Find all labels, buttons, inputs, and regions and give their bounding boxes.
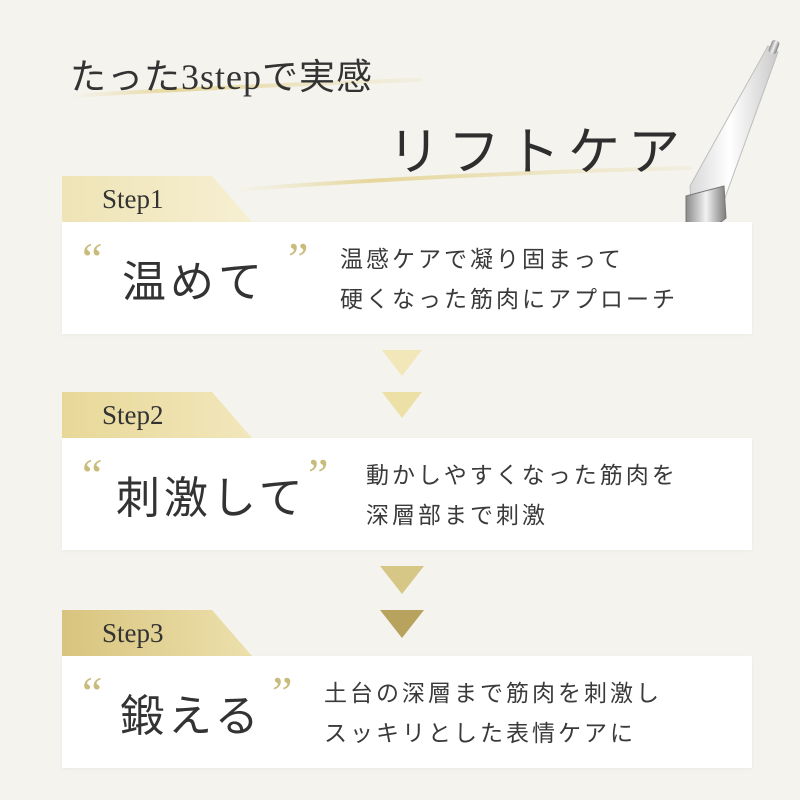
step-tab-background	[62, 610, 252, 656]
step2-title: 刺激して	[116, 473, 307, 524]
step1-title: 温めて	[122, 257, 266, 308]
step2-label: Step2	[62, 392, 252, 438]
headline-main: リフトケア	[388, 123, 689, 183]
down-triangle-arrow-icon	[380, 566, 424, 638]
open-quote: “	[82, 233, 103, 284]
close-quote: ”	[272, 667, 293, 718]
step1-label: Step1	[62, 176, 252, 222]
step-tab-background	[62, 176, 252, 222]
facial-care-device-image	[685, 39, 780, 231]
step2-description: 動かしやすくなった筋肉を 深層部まで刺激	[366, 463, 678, 529]
step3-title: 鍛える	[120, 691, 263, 742]
step3-card: “ 鍛える ” 土台の深層まで筋肉を刺激し スッキリとした表情ケアに	[62, 656, 752, 768]
step2-card: “ 刺激して ” 動かしやすくなった筋肉を 深層部まで刺激	[62, 438, 752, 550]
open-quote: “	[82, 449, 103, 500]
open-quote: “	[82, 667, 103, 718]
close-quote: ”	[308, 449, 329, 500]
headline-intro: たった3stepで実感	[70, 57, 374, 98]
header-underline-swoosh	[68, 78, 692, 192]
step-tab-background	[62, 392, 252, 438]
close-quote: ”	[288, 233, 309, 284]
step3-label: Step3	[62, 610, 252, 656]
step1-description: 温感ケアで凝り固まって 硬くなった筋肉にアプローチ	[340, 247, 678, 313]
down-triangle-arrow-icon	[382, 350, 422, 418]
step3-description: 土台の深層まで筋肉を刺激し スッキリとした表情ケアに	[324, 681, 662, 747]
step1-card: “ 温めて ” 温感ケアで凝り固まって 硬くなった筋肉にアプローチ	[62, 222, 752, 334]
